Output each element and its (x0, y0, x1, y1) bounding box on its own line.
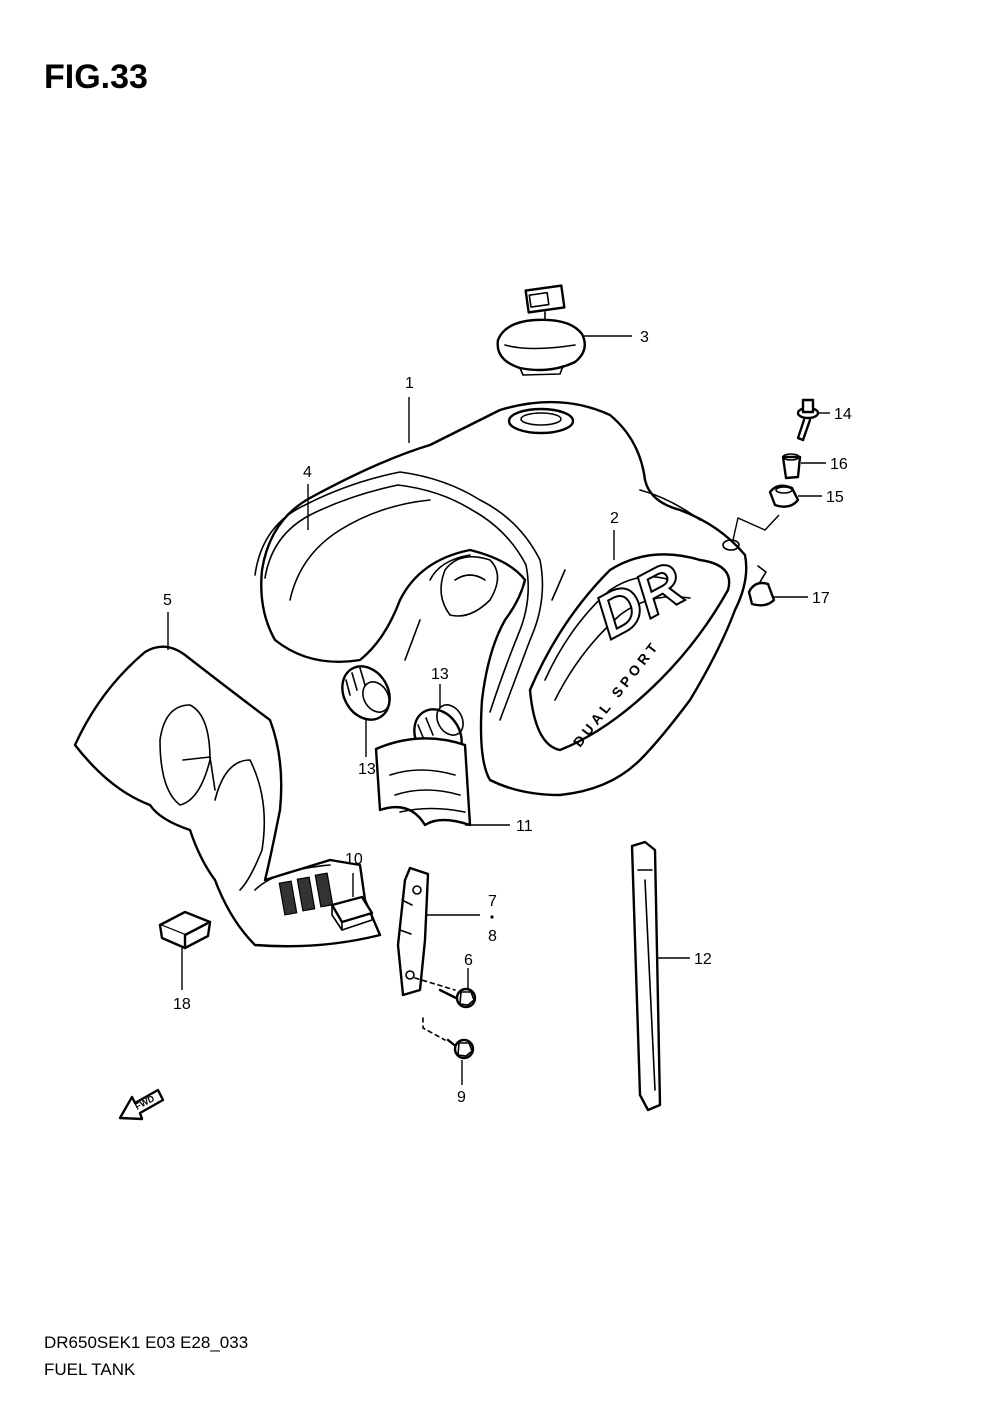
callout-11: 11 (516, 818, 533, 835)
cushion-17 (747, 565, 776, 607)
callout-13-lower: 13 (358, 761, 376, 778)
cushion-11 (374, 737, 472, 827)
block-18 (158, 910, 212, 950)
fwd-arrow: FWD (118, 1088, 165, 1121)
callout-14: 14 (834, 406, 852, 423)
callout-18: 18 (173, 996, 191, 1013)
side-cover (73, 645, 382, 948)
bolt-9 (422, 1017, 475, 1060)
callout-4: 4 (303, 464, 312, 481)
callout-dot-7-8 (490, 915, 494, 919)
fuel-cap (496, 284, 586, 376)
tank-trim (254, 471, 544, 721)
callout-17: 17 (812, 590, 830, 607)
callout-6: 6 (464, 952, 473, 969)
callout-16: 16 (830, 456, 848, 473)
callout-7: 7 (488, 893, 497, 910)
callout-13-upper: 13 (431, 666, 449, 683)
callout-2: 2 (610, 510, 619, 527)
diagram-code: DR650SEK1 E03 E28_033 (44, 1333, 249, 1352)
grommet-13-left (341, 665, 391, 721)
pad-10 (330, 895, 374, 931)
bolt-14 (796, 398, 820, 442)
callout-5: 5 (163, 592, 172, 609)
callout-10: 10 (345, 851, 363, 868)
callout-9: 9 (457, 1089, 466, 1106)
figure-title: FIG.33 (44, 58, 148, 96)
callout-12: 12 (694, 951, 712, 968)
callout-15: 15 (826, 489, 844, 506)
diagram-name: FUEL TANK (44, 1360, 136, 1379)
callout-3: 3 (640, 329, 649, 346)
cable-tie-12 (630, 840, 662, 1112)
bolt-6 (414, 977, 477, 1009)
bracket-7-8 (396, 866, 430, 997)
grommet-15 (768, 484, 800, 508)
callout-8: 8 (488, 928, 497, 945)
collar-16 (781, 453, 802, 480)
callout-1: 1 (405, 375, 414, 392)
